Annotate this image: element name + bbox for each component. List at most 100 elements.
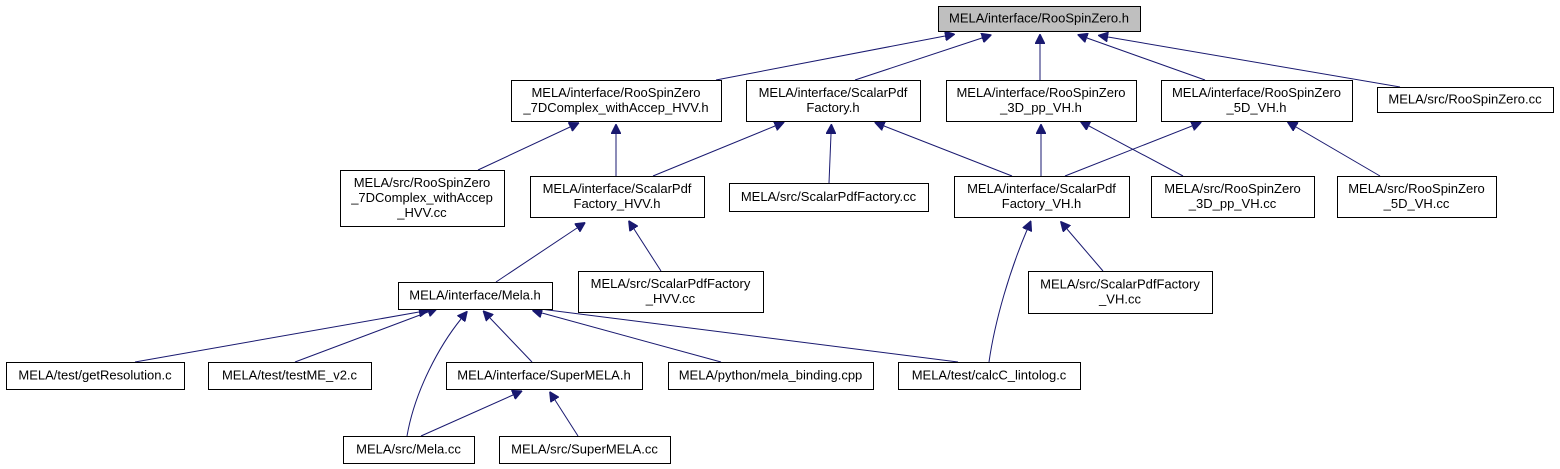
node-calcc-lintolog-c[interactable]: MELA/test/calcC_lintolog.c: [898, 362, 1081, 390]
node-roospinzero-7dcomplex-cc[interactable]: MELA/src/RooSpinZero_7DComplex_withAccep…: [340, 170, 505, 227]
node-box: [6, 362, 185, 390]
edge-calcc-lintolog-c-to-mela-h: [540, 309, 959, 363]
node-label: _3D_pp_VH.cc: [1188, 196, 1277, 211]
edge-scalarpdffactory-hvv-cc-to-scalarpdffactory-hvv-h: [634, 229, 662, 272]
node-roospinzero-h[interactable]: MELA/interface/RooSpinZero.h: [938, 6, 1141, 32]
node-box: [1161, 80, 1353, 122]
node-label: MELA/interface/RooSpinZero: [956, 85, 1125, 100]
node-scalarpdffactory-cc[interactable]: MELA/src/ScalarPdfFactory.cc: [729, 183, 929, 212]
node-box: [340, 170, 505, 227]
node-roospinzero-3d-h[interactable]: MELA/interface/RooSpinZero_3D_pp_VH.h: [946, 80, 1137, 122]
node-box: [1377, 87, 1554, 113]
node-label: MELA/src/ScalarPdfFactory: [1040, 277, 1200, 292]
node-label: MELA/interface/ScalarPdf: [967, 181, 1116, 196]
node-box: [578, 271, 764, 313]
edge-testme-v2-c-to-mela-h: [294, 312, 428, 363]
node-label: _HVV.cc: [645, 291, 696, 306]
node-box: [1151, 176, 1315, 218]
edge-supermela-cc-to-supermela-h: [555, 400, 579, 437]
node-label: MELA/interface/RooSpinZero.h: [949, 11, 1129, 26]
node-label: _7DComplex_withAccep_HVV.h: [522, 100, 708, 115]
node-label: MELA/interface/Mela.h: [409, 288, 541, 303]
node-getresolution-c[interactable]: MELA/test/getResolution.c: [6, 362, 185, 390]
node-label: MELA/interface/SuperMELA.h: [457, 368, 630, 383]
node-scalarpdffactory-vh-h[interactable]: MELA/interface/ScalarPdfFactory_VH.h: [954, 176, 1130, 218]
node-label: MELA/src/RooSpinZero: [1164, 181, 1301, 196]
edge-roospinzero-7dcomplex-cc-to-roospinzero-7dcomplex-h: [477, 127, 570, 171]
node-box: [1028, 271, 1213, 314]
node-testme-v2-c[interactable]: MELA/test/testME_v2.c: [208, 362, 372, 390]
node-label: MELA/test/testME_v2.c: [222, 368, 358, 383]
node-label: _5D_VH.h: [1226, 100, 1287, 115]
node-scalarpdffactory-h[interactable]: MELA/interface/ScalarPdfFactory.h: [746, 80, 921, 122]
node-roospinzero-3d-cc[interactable]: MELA/src/RooSpinZero_3D_pp_VH.cc: [1151, 176, 1315, 218]
node-label: MELA/interface/RooSpinZero: [531, 85, 700, 100]
edge-scalarpdffactory-vh-h-to-scalarpdffactory-h: [884, 126, 1013, 177]
node-label: _HVV.cc: [396, 205, 447, 220]
edge-roospinzero-cc-to-roospinzero-h: [1108, 37, 1401, 88]
node-label: Factory_VH.h: [1002, 196, 1081, 211]
node-roospinzero-7dcomplex-h[interactable]: MELA/interface/RooSpinZero_7DComplex_wit…: [511, 80, 722, 122]
node-label: MELA/interface/ScalarPdf: [543, 181, 692, 196]
node-box: [446, 362, 643, 390]
node-box: [946, 80, 1137, 122]
edge-mela-cc-to-mela-h: [406, 319, 461, 437]
node-supermela-h[interactable]: MELA/interface/SuperMELA.h: [446, 362, 643, 390]
node-box: [1337, 176, 1497, 218]
edge-mela-cc-to-supermela-h: [420, 395, 513, 437]
node-box: [938, 6, 1141, 32]
node-box: [398, 282, 553, 310]
node-supermela-cc[interactable]: MELA/src/SuperMELA.cc: [499, 436, 671, 464]
edge-mela-binding-cpp-to-mela-h: [542, 313, 722, 363]
node-box: [954, 176, 1130, 218]
node-box: [530, 176, 705, 218]
edge-getresolution-c-to-mela-h: [134, 312, 419, 363]
edge-calcc-lintolog-c-to-scalarpdffactory-vh-h: [988, 230, 1027, 363]
node-label: _5D_VH.cc: [1383, 196, 1450, 211]
node-label: MELA/python/mela_binding.cpp: [679, 368, 863, 383]
edge-scalarpdffactory-cc-to-scalarpdffactory-h: [829, 134, 831, 184]
edge-roospinzero-7dcomplex-h-to-roospinzero-h: [715, 36, 945, 81]
node-label: Factory_HVV.h: [574, 196, 661, 211]
node-box: [499, 436, 671, 464]
node-box: [729, 183, 929, 212]
node-roospinzero-cc[interactable]: MELA/src/RooSpinZero.cc: [1377, 87, 1554, 113]
node-label: MELA/src/RooSpinZero: [1348, 181, 1485, 196]
node-box: [343, 436, 475, 464]
node-box: [746, 80, 921, 122]
node-box: [668, 362, 874, 390]
node-roospinzero-5d-cc[interactable]: MELA/src/RooSpinZero_5D_VH.cc: [1337, 176, 1497, 218]
node-label: _7DComplex_withAccep: [350, 190, 493, 205]
node-box: [208, 362, 372, 390]
edge-roospinzero-3d-cc-to-roospinzero-3d-h: [1089, 126, 1184, 177]
node-label: MELA/src/Mela.cc: [356, 442, 461, 457]
node-label: MELA/interface/RooSpinZero: [1172, 85, 1341, 100]
node-scalarpdffactory-vh-cc[interactable]: MELA/src/ScalarPdfFactory_VH.cc: [1028, 271, 1213, 314]
edge-scalarpdffactory-h-to-roospinzero-h: [854, 38, 982, 81]
node-roospinzero-5d-h[interactable]: MELA/interface/RooSpinZero_5D_VH.h: [1161, 80, 1353, 122]
node-label: MELA/test/calcC_lintolog.c: [912, 368, 1067, 383]
edge-scalarpdffactory-hvv-h-to-scalarpdffactory-h: [652, 126, 775, 177]
edge-roospinzero-5d-h-to-roospinzero-h: [1087, 38, 1206, 81]
node-label: MELA/src/ScalarPdfFactory: [591, 276, 751, 291]
node-scalarpdffactory-hvv-cc[interactable]: MELA/src/ScalarPdfFactory_HVV.cc: [578, 271, 764, 313]
node-box: [511, 80, 722, 122]
node-scalarpdffactory-hvv-h[interactable]: MELA/interface/ScalarPdfFactory_HVV.h: [530, 176, 705, 218]
edge-roospinzero-5d-cc-to-roospinzero-5d-h: [1296, 127, 1381, 177]
node-label: _3D_pp_VH.h: [999, 100, 1082, 115]
node-label: MELA/src/SuperMELA.cc: [511, 442, 658, 457]
node-box: [898, 362, 1081, 390]
node-label: MELA/src/RooSpinZero: [354, 175, 491, 190]
edge-supermela-h-to-mela-h: [490, 318, 533, 363]
node-label: _VH.cc: [1098, 292, 1141, 307]
edge-mela-h-to-scalarpdffactory-hvv-h: [495, 228, 577, 283]
node-label: Factory.h: [806, 100, 859, 115]
edge-scalarpdffactory-vh-cc-to-scalarpdffactory-vh-h: [1067, 229, 1104, 272]
node-label: MELA/interface/ScalarPdf: [759, 85, 908, 100]
node-mela-h[interactable]: MELA/interface/Mela.h: [398, 282, 553, 310]
node-mela-cc[interactable]: MELA/src/Mela.cc: [343, 436, 475, 464]
node-label: MELA/test/getResolution.c: [18, 368, 172, 383]
node-mela-binding-cpp[interactable]: MELA/python/mela_binding.cpp: [668, 362, 874, 390]
edge-scalarpdffactory-vh-h-to-roospinzero-5d-h: [1064, 126, 1192, 177]
